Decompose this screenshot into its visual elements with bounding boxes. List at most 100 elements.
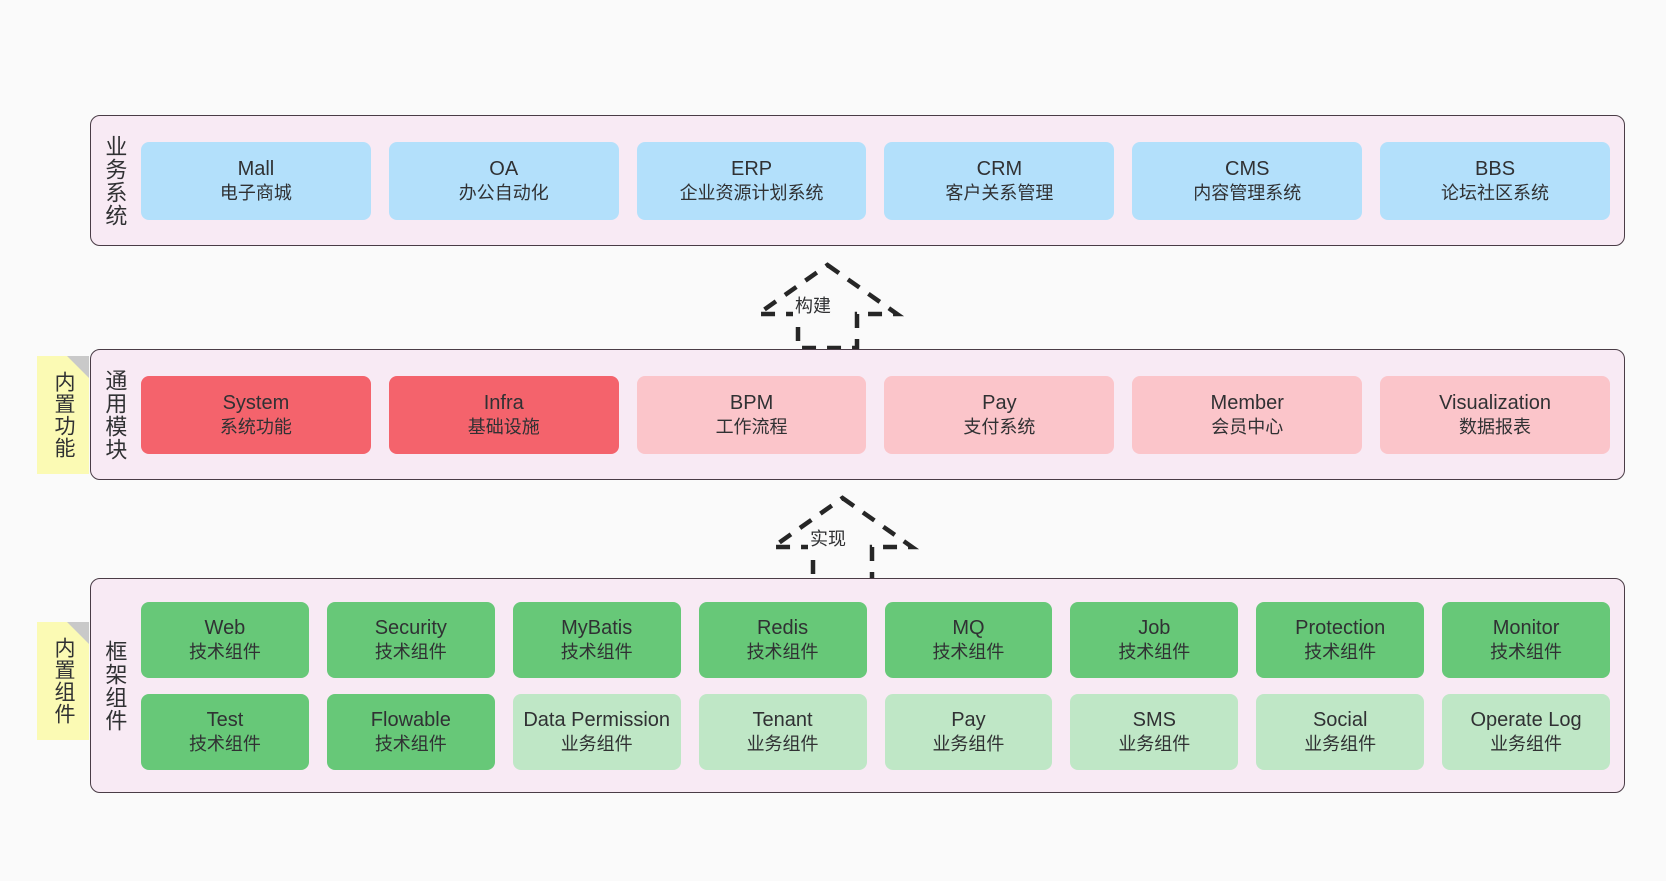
arrow-build-label: 构建 — [793, 292, 833, 318]
cell-title: ERP — [731, 157, 773, 180]
cell-subtitle: 数据报表 — [1459, 416, 1532, 437]
cell-title: Security — [374, 616, 447, 639]
cell-subtitle: 技术组件 — [1118, 641, 1191, 662]
layer-framework-title: 框架组件 — [102, 639, 128, 732]
cell-title: Monitor — [1492, 616, 1560, 639]
cell-title: Operate Log — [1470, 708, 1582, 731]
cell-title: MyBatis — [561, 616, 633, 639]
note-framework-label: 内置组件 — [51, 637, 75, 725]
sticky-note-builtin-features: 内置功能 — [37, 356, 89, 474]
cell-title: Tenant — [752, 708, 813, 731]
cell-title: Flowable — [370, 708, 451, 731]
layer-business-title: 业务系统 — [102, 134, 128, 227]
cell-title: Member — [1210, 391, 1284, 414]
cell-subtitle: 内容管理系统 — [1193, 182, 1302, 203]
cell-title: BBS — [1475, 157, 1516, 180]
cell-subtitle: 业务组件 — [1118, 733, 1191, 754]
cell-title: BPM — [729, 391, 774, 414]
cell-title: Test — [206, 708, 244, 731]
cell-title: System — [222, 391, 290, 414]
arrow-build: 构建 — [750, 262, 905, 351]
cell-subtitle: 技术组件 — [746, 641, 819, 662]
layer-modules-title: 通用模块 — [102, 368, 128, 461]
cell-subtitle: 技术组件 — [560, 641, 633, 662]
cell-title: MQ — [952, 616, 985, 639]
arrow-implement-label: 实现 — [808, 525, 848, 551]
sticky-note-builtin-components: 内置组件 — [37, 622, 89, 740]
cell-title: CMS — [1225, 157, 1270, 180]
cell-title: Web — [204, 616, 246, 639]
note-fold-icon — [67, 622, 89, 644]
cell-subtitle: 业务组件 — [1304, 733, 1377, 754]
cell-subtitle: 企业资源计划系统 — [679, 182, 824, 203]
cell-subtitle: 技术组件 — [932, 641, 1005, 662]
cell-subtitle: 基础设施 — [467, 416, 540, 437]
cell-title: Infra — [483, 391, 524, 414]
cell-subtitle: 客户关系管理 — [945, 182, 1054, 203]
cell-title: CRM — [976, 157, 1023, 180]
cell-subtitle: 系统功能 — [219, 416, 292, 437]
cell-title: Social — [1312, 708, 1368, 731]
cell-subtitle: 会员中心 — [1211, 416, 1284, 437]
cell-title: Redis — [756, 616, 809, 639]
cell-title: Mall — [237, 157, 275, 180]
cell-subtitle: 技术组件 — [1304, 641, 1377, 662]
cell-subtitle: 办公自动化 — [458, 182, 549, 203]
cell-title: SMS — [1132, 708, 1176, 731]
cell-subtitle: 论坛社区系统 — [1441, 182, 1550, 203]
cell-title: Protection — [1295, 616, 1386, 639]
cell-subtitle: 工作流程 — [715, 416, 788, 437]
cell-title: Pay — [982, 391, 1017, 414]
cell-subtitle: 电子商城 — [219, 182, 292, 203]
arrow-implement: 实现 — [765, 495, 920, 584]
cell-title: Job — [1138, 616, 1171, 639]
cell-subtitle: 技术组件 — [374, 641, 447, 662]
cell-title: Visualization — [1439, 391, 1552, 414]
cell-subtitle: 业务组件 — [560, 733, 633, 754]
cell-subtitle: 业务组件 — [746, 733, 819, 754]
cell-subtitle: 技术组件 — [374, 733, 447, 754]
cell-subtitle: 业务组件 — [1490, 733, 1563, 754]
cell-subtitle: 业务组件 — [932, 733, 1005, 754]
cell-title: Data Permission — [523, 708, 671, 731]
cell-subtitle: 技术组件 — [188, 733, 261, 754]
cell-subtitle: 支付系统 — [963, 416, 1036, 437]
cell-subtitle: 技术组件 — [1490, 641, 1563, 662]
